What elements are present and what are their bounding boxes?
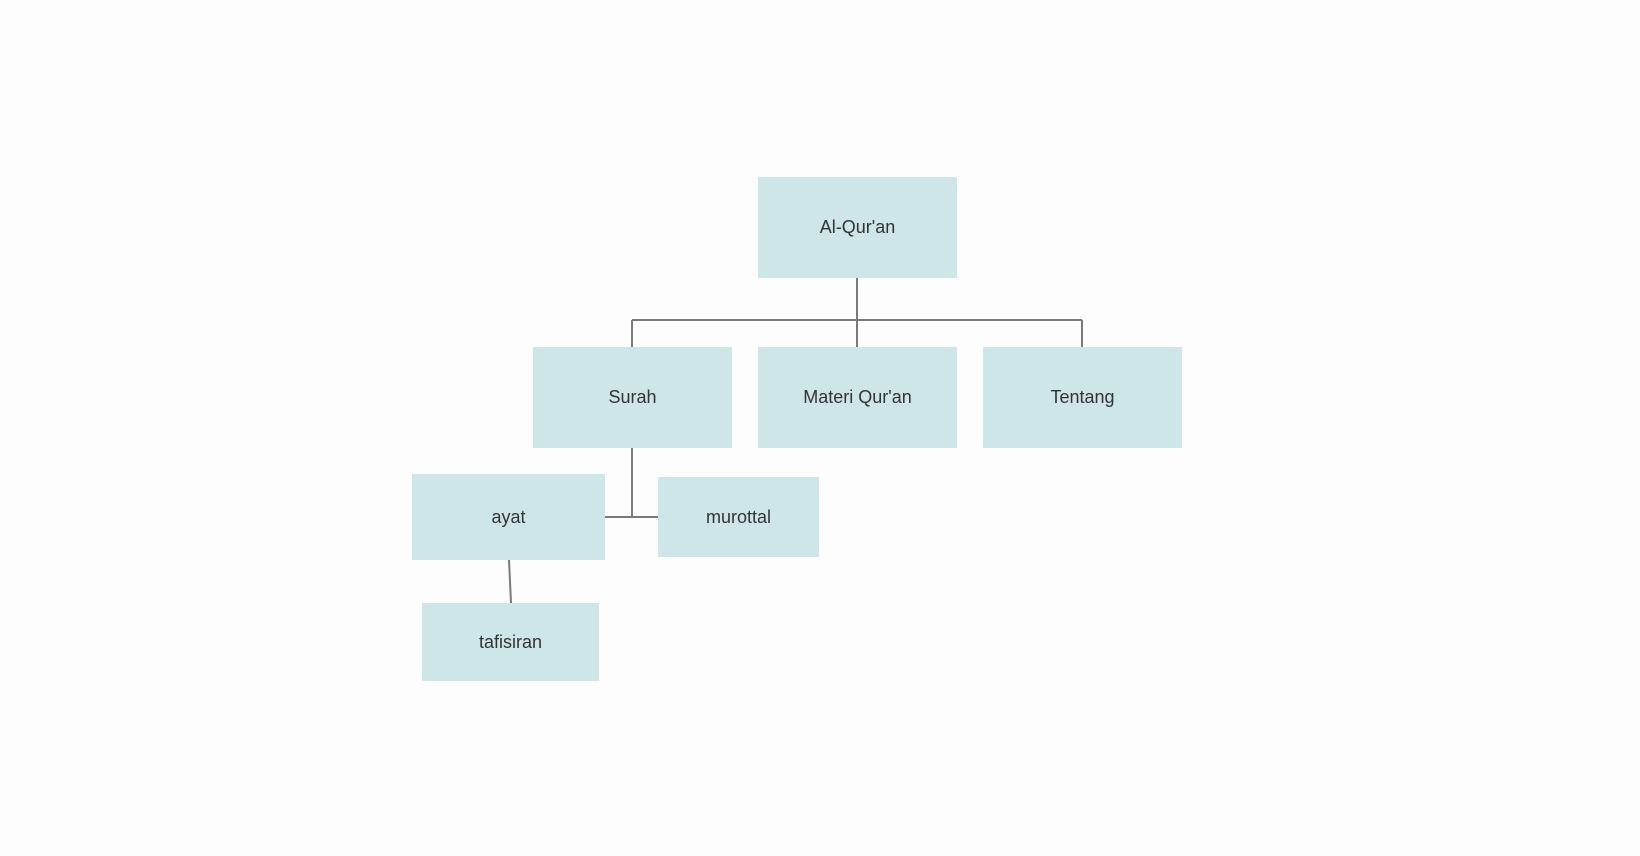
node-ayat[interactable]: ayat [412,474,605,560]
connector-ayat-to-tafsiran [508,559,512,604]
node-materi-quran[interactable]: Materi Qur'an [758,347,957,448]
node-al-quran[interactable]: Al-Qur'an [758,177,957,278]
node-tafisiran[interactable]: tafisiran [422,603,599,681]
node-murottal[interactable]: murottal [658,477,819,557]
node-surah[interactable]: Surah [533,347,732,448]
node-tentang[interactable]: Tentang [983,347,1182,448]
